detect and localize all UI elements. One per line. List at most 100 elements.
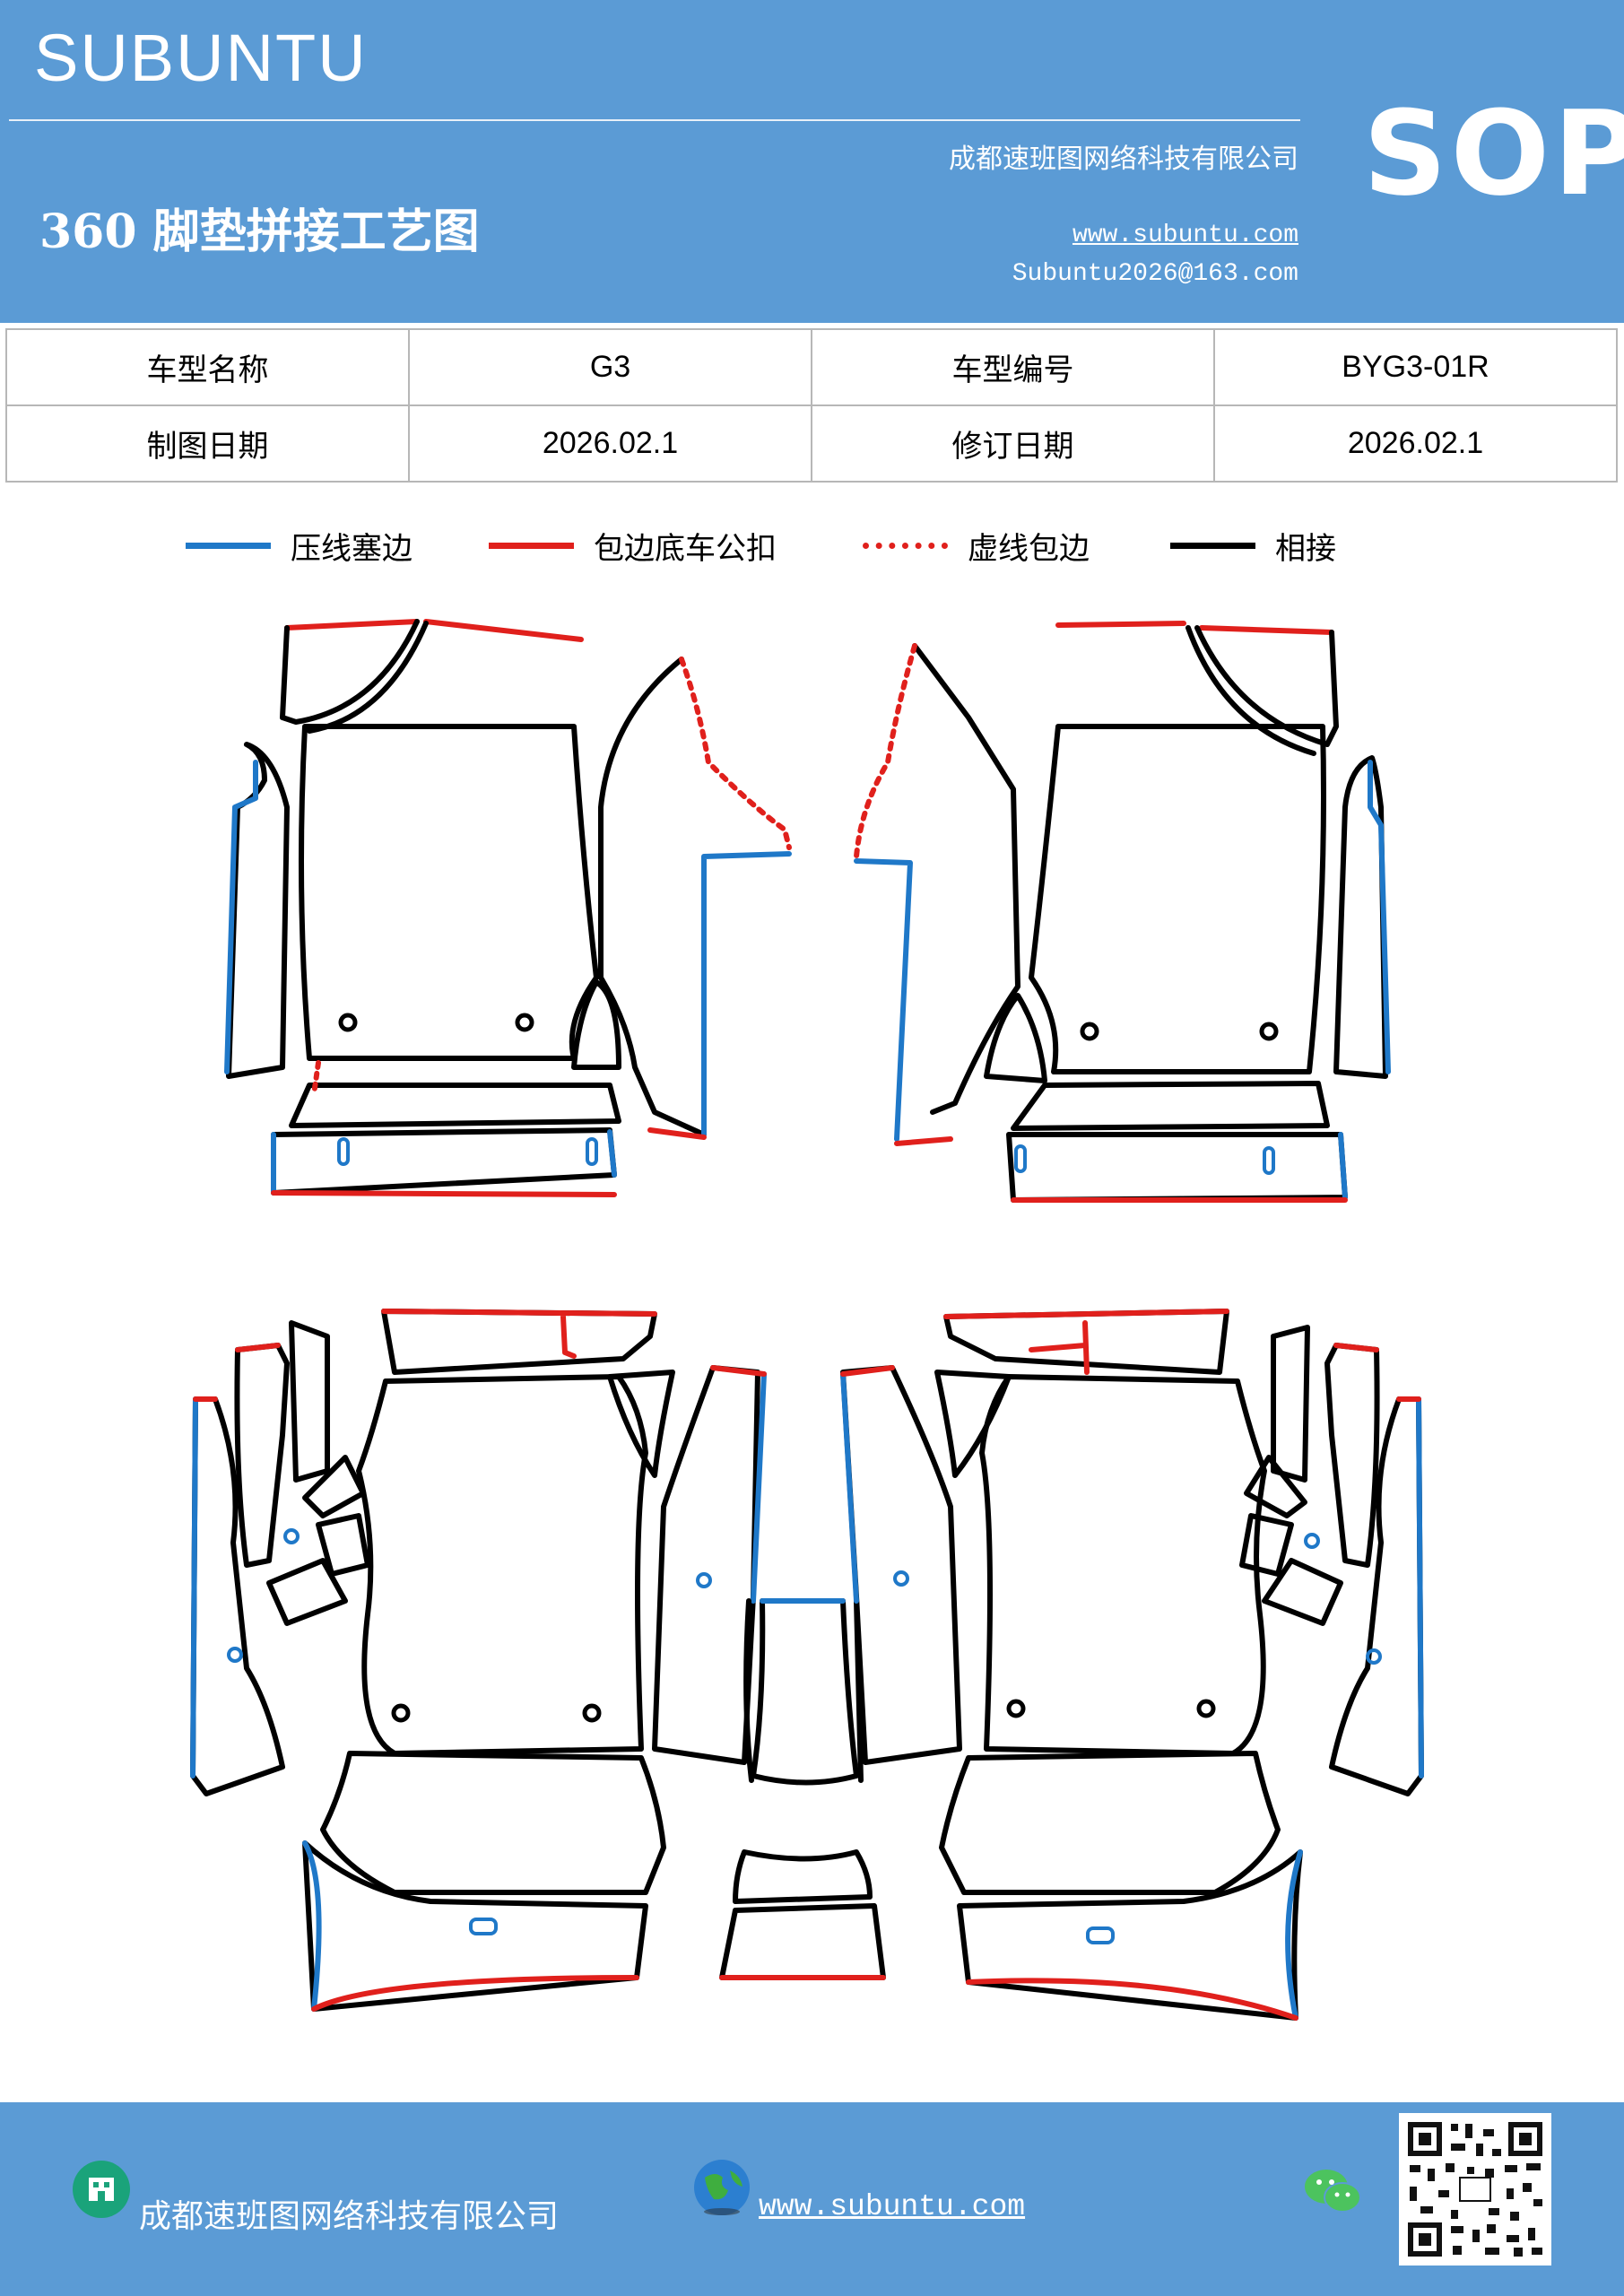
front-left-heel-pad — [271, 1127, 617, 1196]
rear-right-fan-3 — [1262, 1558, 1343, 1626]
clip-hole — [582, 1703, 602, 1723]
model-name-value: G3 — [408, 328, 812, 406]
rear-right-outer-side — [1329, 1396, 1424, 1796]
front-right-corner-arc — [1185, 625, 1339, 756]
center-tunnel-piece — [751, 1598, 859, 1786]
clip-hole — [227, 1647, 243, 1663]
legend-label: 相接 — [1275, 530, 1336, 567]
rear-right-door-strip — [840, 1365, 962, 1765]
footer-company-name: 成都速班图网络科技有限公司 — [139, 2198, 560, 2235]
model-code-value: BYG3-01R — [1213, 328, 1618, 406]
table-row: 车型名称 G3 车型编号 BYG3-01R — [5, 328, 1618, 406]
slot-hole — [337, 1137, 350, 1166]
rear-left-lower-pad — [320, 1751, 666, 1895]
rear-right-door-blue — [840, 1371, 859, 1604]
rear-left-door-red — [710, 1365, 767, 1377]
rear-left-door-strip — [652, 1365, 760, 1765]
rear-left-heel-blue — [302, 1840, 322, 2012]
slot-hole — [586, 1137, 598, 1166]
front-left-main-piece — [299, 724, 599, 1061]
rear-left-top-red — [381, 1309, 657, 1359]
page-title: 360 脚垫拼接工艺图 — [39, 204, 480, 259]
rear-left-pillar — [289, 1320, 330, 1483]
globe-icon — [692, 2158, 751, 2221]
legend-swatch — [863, 542, 948, 549]
rear-left-top-strip — [381, 1309, 657, 1375]
rear-right-heel — [957, 1849, 1303, 2021]
rear-left-heel-red — [311, 1975, 639, 2012]
legend-swatch — [1170, 542, 1255, 549]
rear-right-heel-red — [966, 1978, 1298, 2021]
front-right-bar — [1011, 1081, 1330, 1131]
front-right-top-edge — [1055, 621, 1334, 635]
legend-label: 压线塞边 — [291, 530, 413, 567]
table-row: 制图日期 2026.02.1 修订日期 2026.02.1 — [5, 404, 1618, 483]
legend-item-joint: 相接 — [1170, 518, 1336, 572]
rear-left-tunnel-wedge — [607, 1370, 675, 1478]
front-right-mat-group — [854, 621, 1391, 1203]
vehicle-info-table: 车型名称 G3 车型编号 BYG3-01R 制图日期 2026.02.1 修订日… — [5, 328, 1618, 483]
legend-item-dotted-wrap: 虚线包边 — [863, 518, 1090, 572]
front-left-door-panel — [598, 657, 707, 1137]
model-name-label: 车型名称 — [5, 328, 410, 406]
front-left-wedge — [571, 979, 621, 1070]
footer-website-link[interactable]: www.subuntu.com — [759, 2190, 1026, 2223]
front-right-main-piece — [1029, 724, 1326, 1074]
clip-hole — [515, 1013, 534, 1032]
brand-name: SUBUNTU — [34, 21, 368, 95]
front-right-door-red — [894, 1136, 953, 1146]
center-rear-upper — [733, 1849, 873, 1904]
front-left-bar — [289, 1083, 621, 1128]
wechat-icon[interactable] — [1303, 2165, 1362, 2221]
clip-hole — [1259, 1022, 1279, 1041]
clip-hole — [696, 1572, 712, 1588]
clip-hole — [1196, 1699, 1216, 1718]
slot-hole — [1086, 1926, 1115, 1944]
rear-right-main-piece — [979, 1374, 1267, 1756]
draw-date-label: 制图日期 — [5, 404, 410, 483]
clip-hole — [1006, 1699, 1026, 1718]
rear-left-fan-1 — [302, 1455, 366, 1518]
slot-hole — [1263, 1146, 1275, 1175]
header-divider — [9, 119, 1300, 121]
front-right-side-panel — [1333, 755, 1388, 1079]
company-icon — [72, 2160, 131, 2222]
clip-hole — [283, 1528, 300, 1544]
rear-left-fan-3 — [266, 1558, 348, 1626]
legend-swatch — [489, 542, 574, 549]
legend-item-wrap-edge: 包边底车公扣 — [489, 518, 777, 572]
rear-right-inner-red — [1333, 1343, 1379, 1352]
header-banner — [0, 0, 1624, 323]
rear-left-main-piece — [356, 1374, 648, 1756]
center-rear-lower — [719, 1903, 886, 1980]
rear-right-pillar — [1271, 1325, 1310, 1483]
front-right-heel-pad — [1006, 1132, 1348, 1203]
rear-mat-group — [190, 1309, 1424, 2021]
revise-date-label: 修订日期 — [811, 404, 1215, 483]
front-left-heel-red — [271, 1190, 617, 1197]
front-right-door-panel — [912, 643, 1020, 1115]
rear-left-fan-2 — [316, 1513, 370, 1577]
front-right-heel-blue — [1338, 1132, 1348, 1200]
front-left-side-blue-edge — [224, 760, 258, 1074]
legend-label: 包边底车公扣 — [594, 530, 777, 567]
clip-hole — [338, 1013, 358, 1032]
legend: 压线塞边 包边底车公扣 虚线包边 相接 — [0, 518, 1624, 572]
rear-right-fan-2 — [1239, 1513, 1294, 1577]
draw-date-value: 2026.02.1 — [408, 404, 812, 483]
front-left-door-dotted — [679, 657, 792, 850]
rear-left-inner-red — [235, 1343, 281, 1352]
legend-swatch — [186, 542, 271, 549]
front-left-door-blue — [701, 851, 792, 1137]
rear-right-tunnel-wedge — [934, 1370, 1012, 1478]
clip-hole — [391, 1703, 411, 1723]
front-left-mat-group — [224, 619, 792, 1197]
website-link[interactable]: www.subuntu.com — [1072, 222, 1298, 249]
rear-right-top-red — [943, 1309, 1229, 1375]
rear-right-inner-side — [1324, 1343, 1380, 1568]
front-left-door-red — [647, 1127, 707, 1140]
floor-mat-diagram — [190, 619, 1424, 2021]
rear-right-door-red — [840, 1365, 895, 1377]
front-right-door-dotted — [854, 643, 917, 859]
rear-left-inner-side — [234, 1343, 290, 1568]
